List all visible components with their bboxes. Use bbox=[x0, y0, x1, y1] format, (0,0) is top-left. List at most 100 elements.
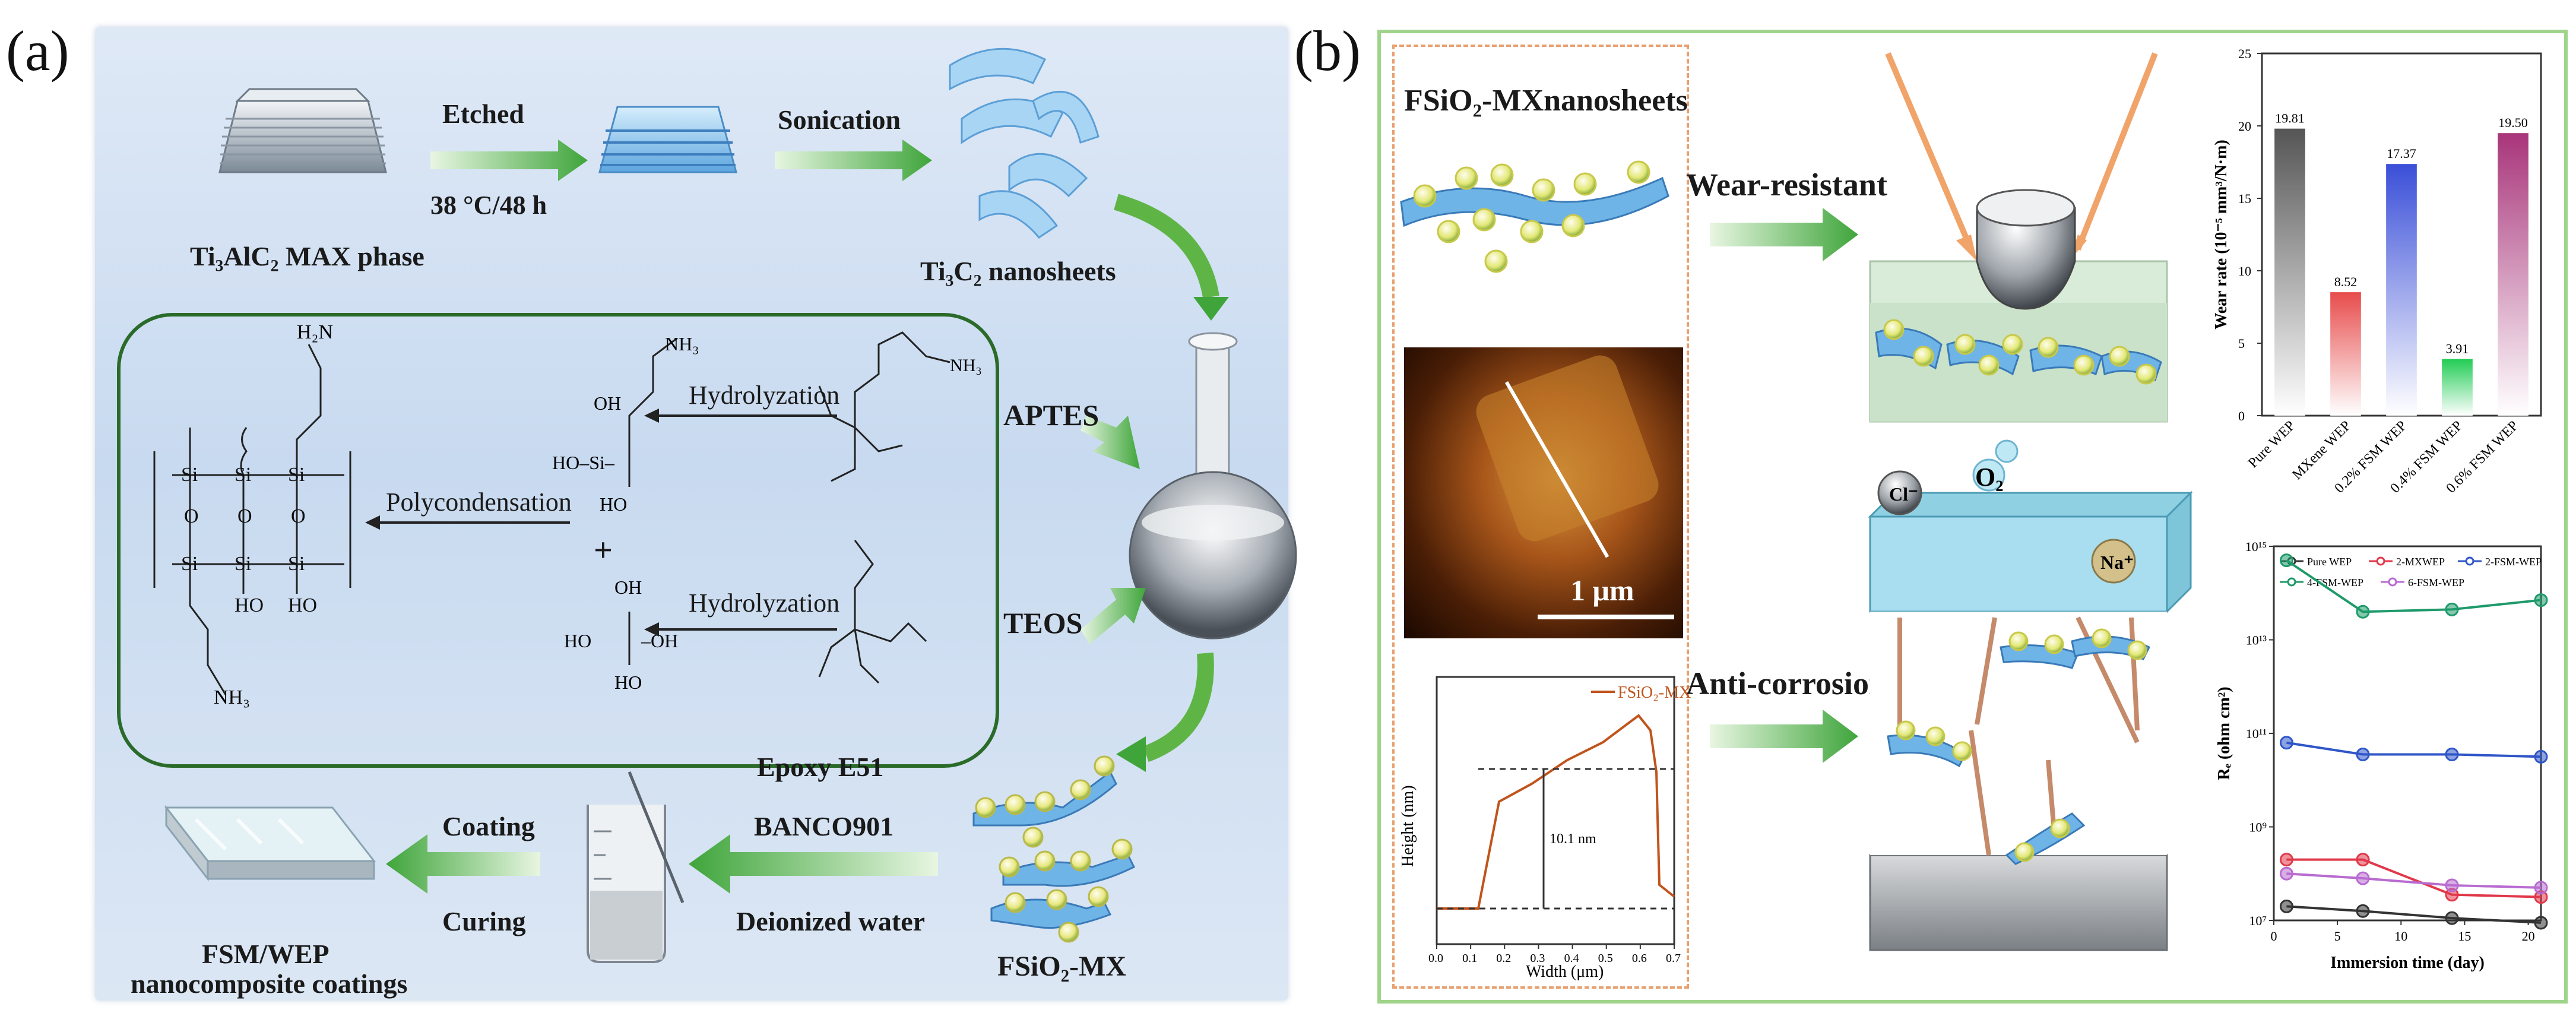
series-line bbox=[2286, 559, 2542, 613]
series-point bbox=[2445, 911, 2459, 925]
chem-si-5: Si bbox=[235, 553, 251, 575]
chem-ho-si-a: HO–Si– bbox=[552, 452, 615, 473]
profile-xtick-label: 0.0 bbox=[1428, 952, 1443, 965]
wear-bar bbox=[2442, 359, 2473, 416]
wear-bar-value: 8.52 bbox=[2334, 274, 2358, 289]
line-xtick-label: 5 bbox=[2334, 929, 2341, 944]
bar-ytick-label: 20 bbox=[2238, 119, 2251, 134]
line-ytick-label: 10⁷ bbox=[2249, 913, 2267, 928]
legend-marker bbox=[2465, 556, 2474, 566]
legend-label: 4-FSM-WEP bbox=[2307, 577, 2363, 588]
line-xtick-label: 10 bbox=[2394, 929, 2407, 944]
line-ytick-label: 10¹⁵ bbox=[2245, 539, 2267, 554]
curved-arrow-to-fsio2 bbox=[1142, 652, 1214, 762]
afm-image: 1 μm bbox=[1404, 347, 1683, 638]
series-point bbox=[2279, 853, 2293, 867]
profile-legend: FSiO₂-MX bbox=[1618, 683, 1691, 702]
epoxy-label: Epoxy E51 bbox=[757, 752, 884, 782]
line-xtick-label: 0 bbox=[2271, 929, 2277, 944]
curved-arrow-to-flask bbox=[1114, 194, 1219, 299]
coating-panel bbox=[164, 805, 376, 882]
fsio2-mx-sheets bbox=[972, 755, 1136, 943]
chem-nh3-top: NH₃ bbox=[665, 333, 699, 355]
chem-si-1: Si bbox=[181, 464, 198, 486]
line-xtick-label: 20 bbox=[2522, 929, 2535, 944]
chem-h2n: H₂N bbox=[297, 321, 333, 343]
profile-xtick-label: 0.7 bbox=[1666, 952, 1681, 965]
series-point bbox=[2356, 747, 2370, 761]
nanosheets-label: Ti₃C₂ nanosheets bbox=[920, 256, 1116, 286]
bar-ytick-label: 25 bbox=[2238, 46, 2251, 61]
wear-bar-value: 19.50 bbox=[2498, 115, 2528, 130]
series-point bbox=[2534, 881, 2548, 895]
line-ytick-label: 10¹³ bbox=[2246, 633, 2267, 648]
aptes-label: APTES bbox=[1003, 398, 1100, 432]
panel-b-graphics: O₂ Cl⁻ Na⁺ bbox=[1400, 52, 2193, 951]
legend-marker bbox=[2287, 577, 2296, 587]
chem-ho-b3: HO bbox=[614, 672, 642, 693]
chem-nh3-bottom: NH₃ bbox=[214, 686, 250, 708]
teos-molecule bbox=[818, 540, 927, 684]
fsio2-title: FSiO₂-MXnanosheets bbox=[1404, 84, 1688, 118]
profile-xtick-label: 0.1 bbox=[1462, 952, 1477, 965]
chem-oh-a: OH bbox=[594, 393, 621, 414]
series-point bbox=[2534, 593, 2548, 607]
banco-label: BANCO901 bbox=[754, 811, 894, 841]
cl-label: Cl⁻ bbox=[1889, 483, 1918, 505]
corrosion-illustration bbox=[1868, 439, 2193, 951]
series-point bbox=[2445, 602, 2459, 616]
teos-arrow bbox=[1081, 588, 1146, 644]
wear-arrow bbox=[1710, 208, 1858, 261]
series-point bbox=[2279, 866, 2293, 881]
aptes-hydrolyzed bbox=[628, 337, 677, 487]
legend-label: 6-FSM-WEP bbox=[2408, 577, 2464, 588]
water-label: Deionized water bbox=[736, 906, 926, 936]
bar-ytick-label: 15 bbox=[2238, 191, 2251, 206]
series-point bbox=[2356, 871, 2370, 885]
legend-label: Pure WEP bbox=[2307, 556, 2352, 568]
series-point bbox=[2534, 749, 2548, 764]
wear-bar bbox=[2274, 128, 2305, 416]
chem-o-1: O bbox=[184, 505, 199, 527]
line-chart-frame bbox=[2273, 545, 2542, 922]
wear-bar bbox=[2498, 133, 2529, 416]
bar-ylabel: Wear rate (10⁻⁵ mm³/N·m) bbox=[2212, 140, 2230, 330]
profile-xtick-label: 0.5 bbox=[1598, 952, 1613, 965]
coating-label: Coating bbox=[442, 811, 535, 841]
deionized-arrow bbox=[689, 834, 938, 894]
series-point bbox=[2356, 904, 2370, 918]
chem-nh3-aptes: NH₃ bbox=[950, 356, 982, 375]
profile-ylabel: Height (nm) bbox=[1399, 785, 1417, 867]
line-ytick-label: 10⁹ bbox=[2249, 820, 2267, 835]
wear-bar-value: 3.91 bbox=[2446, 341, 2469, 356]
sonication-label: Sonication bbox=[778, 105, 901, 135]
chem-si-2: Si bbox=[235, 464, 251, 486]
line-ytick-label: 10¹¹ bbox=[2246, 726, 2267, 741]
scale-bar-label: 1 μm bbox=[1570, 574, 1634, 607]
wear-bar-category: Pure WEP bbox=[2245, 418, 2298, 471]
series-point bbox=[2279, 899, 2293, 913]
o2-label: O₂ bbox=[1975, 463, 2003, 492]
chem-si-6: Si bbox=[288, 553, 305, 575]
legend-marker bbox=[2376, 556, 2385, 566]
reaction-box bbox=[117, 313, 999, 768]
hydrolyzation-label-1: Hydrolyzation bbox=[689, 381, 840, 410]
coatings-label-1: FSM/WEP bbox=[202, 939, 329, 969]
series-line bbox=[2286, 905, 2542, 924]
coating-arrow bbox=[386, 834, 540, 894]
chem-o-2: O bbox=[237, 505, 252, 527]
chem-oh-b2: –OH bbox=[641, 630, 678, 651]
profile-annotation: 10.1 nm bbox=[1550, 831, 1596, 847]
polycondensation-label: Polycondensation bbox=[386, 488, 572, 517]
aptes-arrow bbox=[1081, 416, 1140, 469]
series-point bbox=[2279, 553, 2293, 568]
legend-marker bbox=[2388, 577, 2397, 587]
series-point bbox=[2356, 604, 2370, 619]
max-phase-block bbox=[218, 88, 387, 173]
profile-xtick-label: 0.6 bbox=[1632, 952, 1647, 965]
max-phase-label: Ti₃AlC₂ MAX phase bbox=[190, 241, 424, 271]
fsio2-mx-label: FSiO₂-MX bbox=[997, 951, 1127, 982]
chem-ho-b: HO bbox=[564, 630, 591, 651]
line-xtick-label: 15 bbox=[2458, 929, 2471, 944]
